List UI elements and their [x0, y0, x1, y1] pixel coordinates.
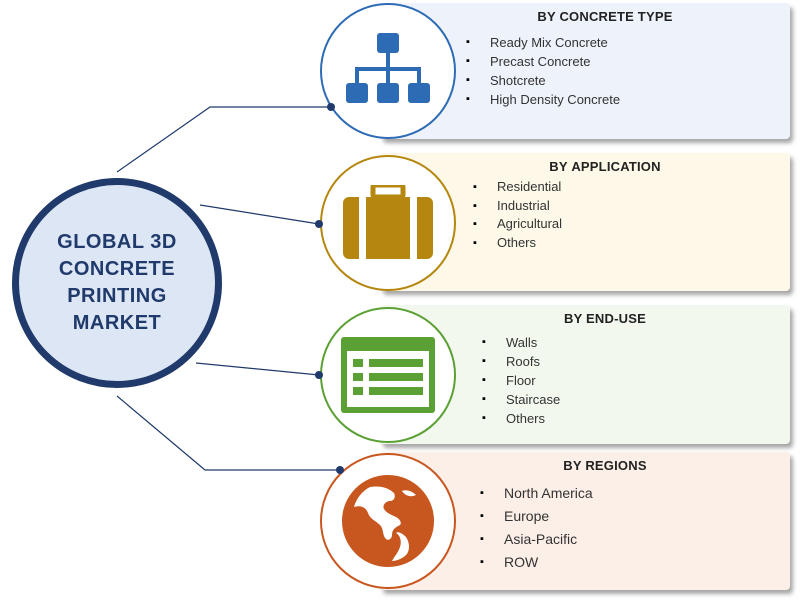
list-item: Walls	[482, 333, 560, 352]
icon-circle-concrete-type	[320, 3, 456, 139]
list-item: North America	[480, 482, 593, 505]
list-item: Asia-Pacific	[480, 528, 593, 551]
list-item: Industrial	[473, 197, 562, 216]
globe-icon	[342, 475, 434, 567]
heading-prefix: BY	[537, 9, 560, 24]
market-hub-circle: GLOBAL 3D CONCRETE PRINTING MARKET	[12, 178, 222, 388]
item-list: North America Europe Asia-Pacific ROW	[480, 482, 593, 574]
connector-dot	[327, 103, 335, 111]
connector-dot	[315, 371, 323, 379]
briefcase-icon	[343, 185, 433, 259]
hierarchy-icon	[346, 33, 430, 103]
list-item: Roofs	[482, 352, 560, 371]
list-item: Ready Mix Concrete	[466, 33, 620, 52]
list-item: Agricultural	[473, 215, 562, 234]
list-item: High Density Concrete	[466, 90, 620, 109]
heading-main: CONCRETE TYPE	[559, 9, 673, 24]
list-item: Precast Concrete	[466, 52, 620, 71]
list-item: Europe	[480, 505, 593, 528]
card-heading: BY REGIONS	[420, 458, 790, 473]
list-item: Staircase	[482, 390, 560, 409]
list-window-icon	[341, 337, 435, 413]
icon-circle-regions	[320, 453, 456, 589]
item-list: Residential Industrial Agricultural Othe…	[473, 178, 562, 252]
list-item: ROW	[480, 551, 593, 574]
heading-prefix: BY	[549, 159, 572, 174]
card-heading: BY APPLICATION	[420, 159, 790, 174]
item-list: Ready Mix Concrete Precast Concrete Shot…	[466, 33, 620, 109]
connector-dot	[315, 220, 323, 228]
hub-title: GLOBAL 3D CONCRETE PRINTING MARKET	[57, 231, 177, 334]
heading-main: BY REGIONS	[563, 458, 647, 473]
connector-dot	[336, 466, 344, 474]
list-item: Floor	[482, 371, 560, 390]
list-item: Shotcrete	[466, 71, 620, 90]
item-list: Walls Roofs Floor Staircase Others	[482, 333, 560, 428]
heading-main: BY END-USE	[564, 311, 646, 326]
list-item: Others	[482, 409, 560, 428]
heading-main: APPLICATION	[571, 159, 661, 174]
icon-circle-end-use	[320, 307, 456, 443]
connector-regions	[116, 395, 340, 471]
card-heading: BY CONCRETE TYPE	[420, 9, 790, 24]
list-item: Residential	[473, 178, 562, 197]
connector-end-use	[195, 362, 320, 376]
list-item: Others	[473, 234, 562, 253]
connector-application	[199, 204, 320, 225]
icon-circle-application	[320, 155, 456, 291]
card-heading: BY END-USE	[420, 311, 790, 326]
connector-concrete-type	[116, 106, 331, 173]
